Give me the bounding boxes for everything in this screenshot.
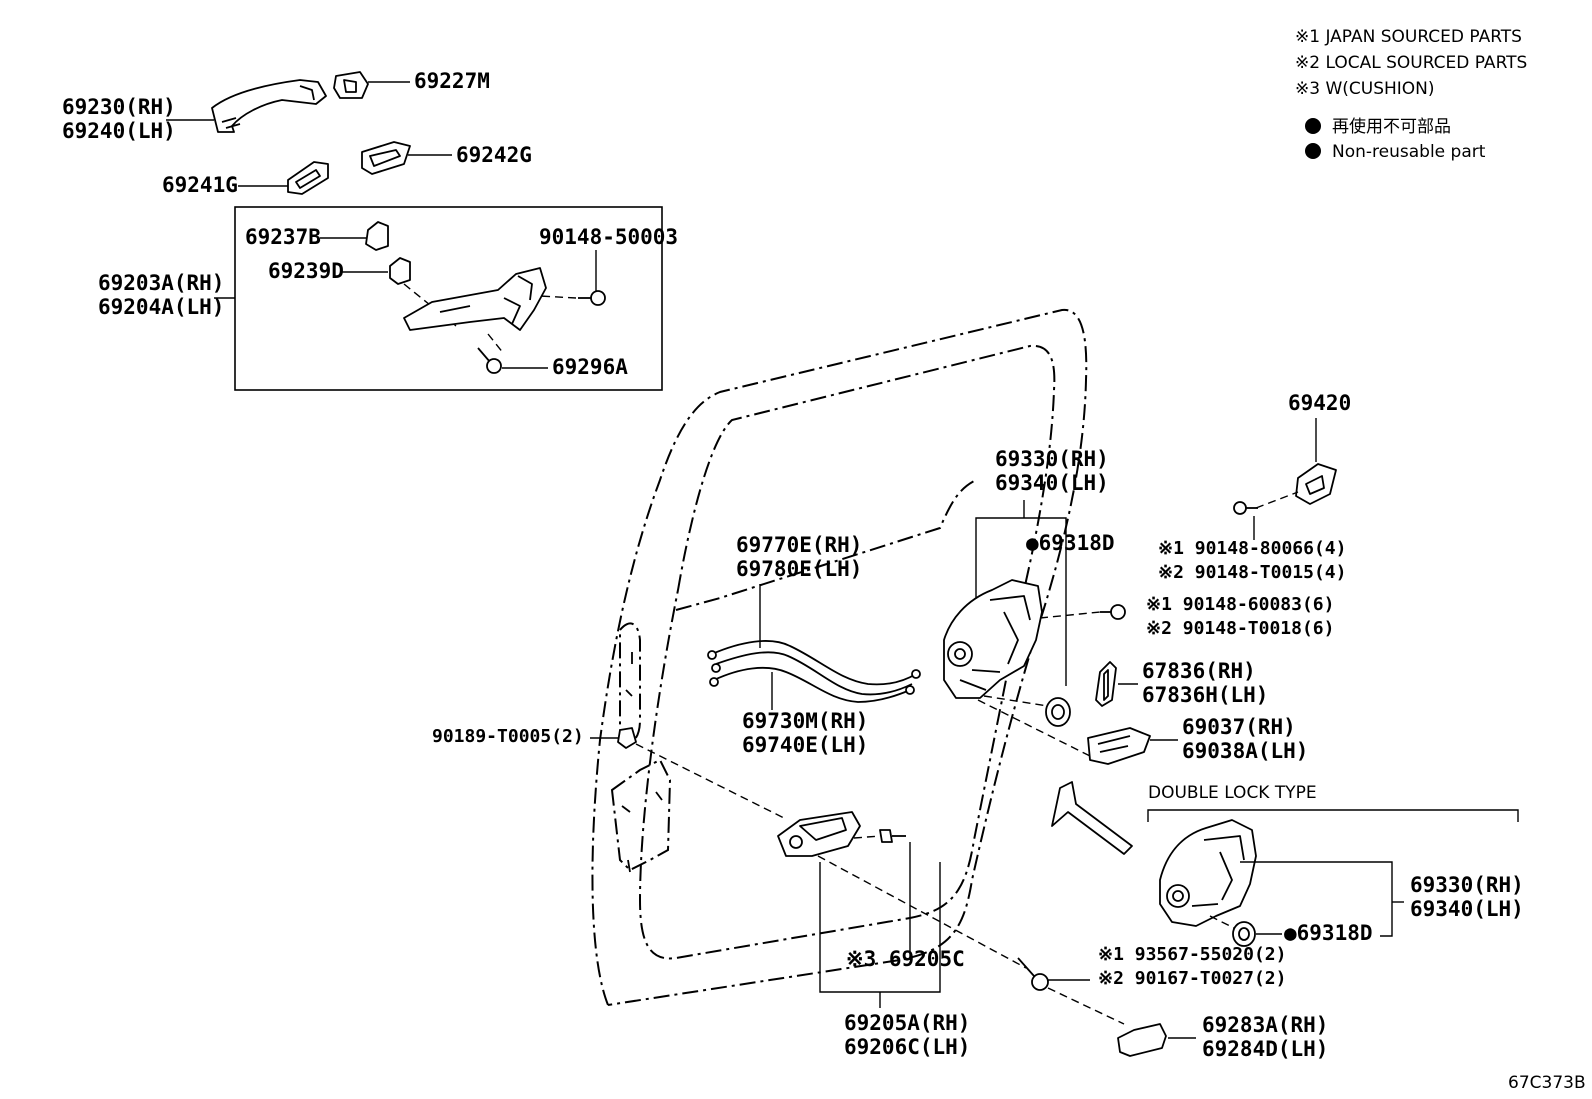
nonreusable-dot-icon xyxy=(1305,118,1321,134)
direction-arrow-icon xyxy=(1051,781,1133,855)
outer-handle xyxy=(211,79,327,133)
label-69283a: 69283A(RH) xyxy=(1202,1013,1328,1037)
label-69037: 69037(RH) xyxy=(1182,715,1296,739)
label-69318d: ●69318D xyxy=(1026,531,1115,555)
striker-69420 xyxy=(1295,463,1337,505)
washer-69318d-double xyxy=(1232,921,1256,947)
legend-note-1: ※1 JAPAN SOURCED PARTS xyxy=(1295,27,1522,47)
door-outline xyxy=(591,308,1088,1006)
legend-note-2: ※2 LOCAL SOURCED PARTS xyxy=(1295,53,1527,73)
legend-nonreusable-jp: 再使用不可部品 xyxy=(1332,116,1451,137)
clip-90189 xyxy=(617,727,637,749)
screw-90148-50003 xyxy=(578,290,606,306)
screw-93567 xyxy=(1017,957,1049,991)
label-90148-T0015: ※2 90148-T0015(4) xyxy=(1158,562,1346,583)
legend-note-3: ※3 W(CUSHION) xyxy=(1295,79,1435,99)
label-69296a: 69296A xyxy=(552,355,628,379)
inside-handle-69205a xyxy=(777,811,861,857)
cap-69283a xyxy=(1117,1023,1167,1057)
label-69241g: 69241G xyxy=(162,173,238,197)
handle-pad-69241g xyxy=(287,161,329,195)
handle-cap xyxy=(333,71,369,99)
label-69340-double: 69340(LH) xyxy=(1410,897,1524,921)
label-90148-T0018: ※2 90148-T0018(6) xyxy=(1146,618,1334,639)
legend-nonreusable-en: Non-reusable part xyxy=(1332,142,1486,162)
label-69239d: 69239D xyxy=(268,259,344,283)
label-69420: 69420 xyxy=(1288,391,1351,415)
screw-90148-80066 xyxy=(1233,501,1258,515)
label-90148-60083: ※1 90148-60083(6) xyxy=(1146,594,1334,615)
label-67836: 67836(RH) xyxy=(1142,659,1256,683)
label-69204a: 69204A(LH) xyxy=(98,295,224,319)
label-69038a: 69038A(LH) xyxy=(1182,739,1308,763)
label-69203a: 69203A(RH) xyxy=(98,271,224,295)
label-69330: 69330(RH) xyxy=(995,447,1109,471)
washer-69318d xyxy=(1045,697,1071,727)
label-90148-80066: ※1 90148-80066(4) xyxy=(1158,538,1346,559)
label-69730m: 69730M(RH) xyxy=(742,709,868,733)
label-69318d-double: ●69318D xyxy=(1284,921,1373,945)
clip-69239d xyxy=(389,257,411,285)
frame-bracket xyxy=(403,267,547,331)
clip-69237b xyxy=(365,221,389,251)
label-90167-T0027: ※2 90167-T0027(2) xyxy=(1098,968,1286,989)
handle-pad-69242g xyxy=(361,141,411,175)
cushion-67836 xyxy=(1095,661,1117,707)
label-69227m: 69227M xyxy=(414,69,490,93)
figure-code: 67C373B xyxy=(1508,1073,1586,1093)
double-lock-assembly xyxy=(1159,819,1257,927)
label-69230: 69230(RH) xyxy=(62,95,176,119)
label-69340: 69340(LH) xyxy=(995,471,1109,495)
cushion-69205c xyxy=(879,829,906,843)
label-69740e: 69740E(LH) xyxy=(742,733,868,757)
label-67836h: 67836H(LH) xyxy=(1142,683,1268,707)
label-69205a: 69205A(RH) xyxy=(844,1011,970,1035)
label-69780e: 69780E(LH) xyxy=(736,557,862,581)
label-69330-double: 69330(RH) xyxy=(1410,873,1524,897)
label-90189-T0005: 90189-T0005(2) xyxy=(432,726,584,747)
label-93567-55020: ※1 93567-55020(2) xyxy=(1098,944,1286,965)
label-69205c: ※3 69205C xyxy=(846,947,965,971)
nonreusable-dot-icon xyxy=(1305,143,1321,159)
label-90148-50003: 90148-50003 xyxy=(539,225,678,249)
double-lock-heading: DOUBLE LOCK TYPE xyxy=(1148,783,1317,803)
door-lock-assembly xyxy=(943,579,1043,699)
screw-90148-60083 xyxy=(1100,604,1126,620)
label-69240: 69240(LH) xyxy=(62,119,176,143)
label-69237b: 69237B xyxy=(245,225,321,249)
label-69206c: 69206C(LH) xyxy=(844,1035,970,1059)
label-69242g: 69242G xyxy=(456,143,532,167)
screw-69296a xyxy=(477,347,502,374)
label-69284d: 69284D(LH) xyxy=(1202,1037,1328,1061)
label-69770e: 69770E(RH) xyxy=(736,533,862,557)
cable-assembly xyxy=(707,640,921,703)
legend: ※1 JAPAN SOURCED PARTS ※2 LOCAL SOURCED … xyxy=(1295,27,1527,162)
lock-cover-69037 xyxy=(1087,727,1151,765)
